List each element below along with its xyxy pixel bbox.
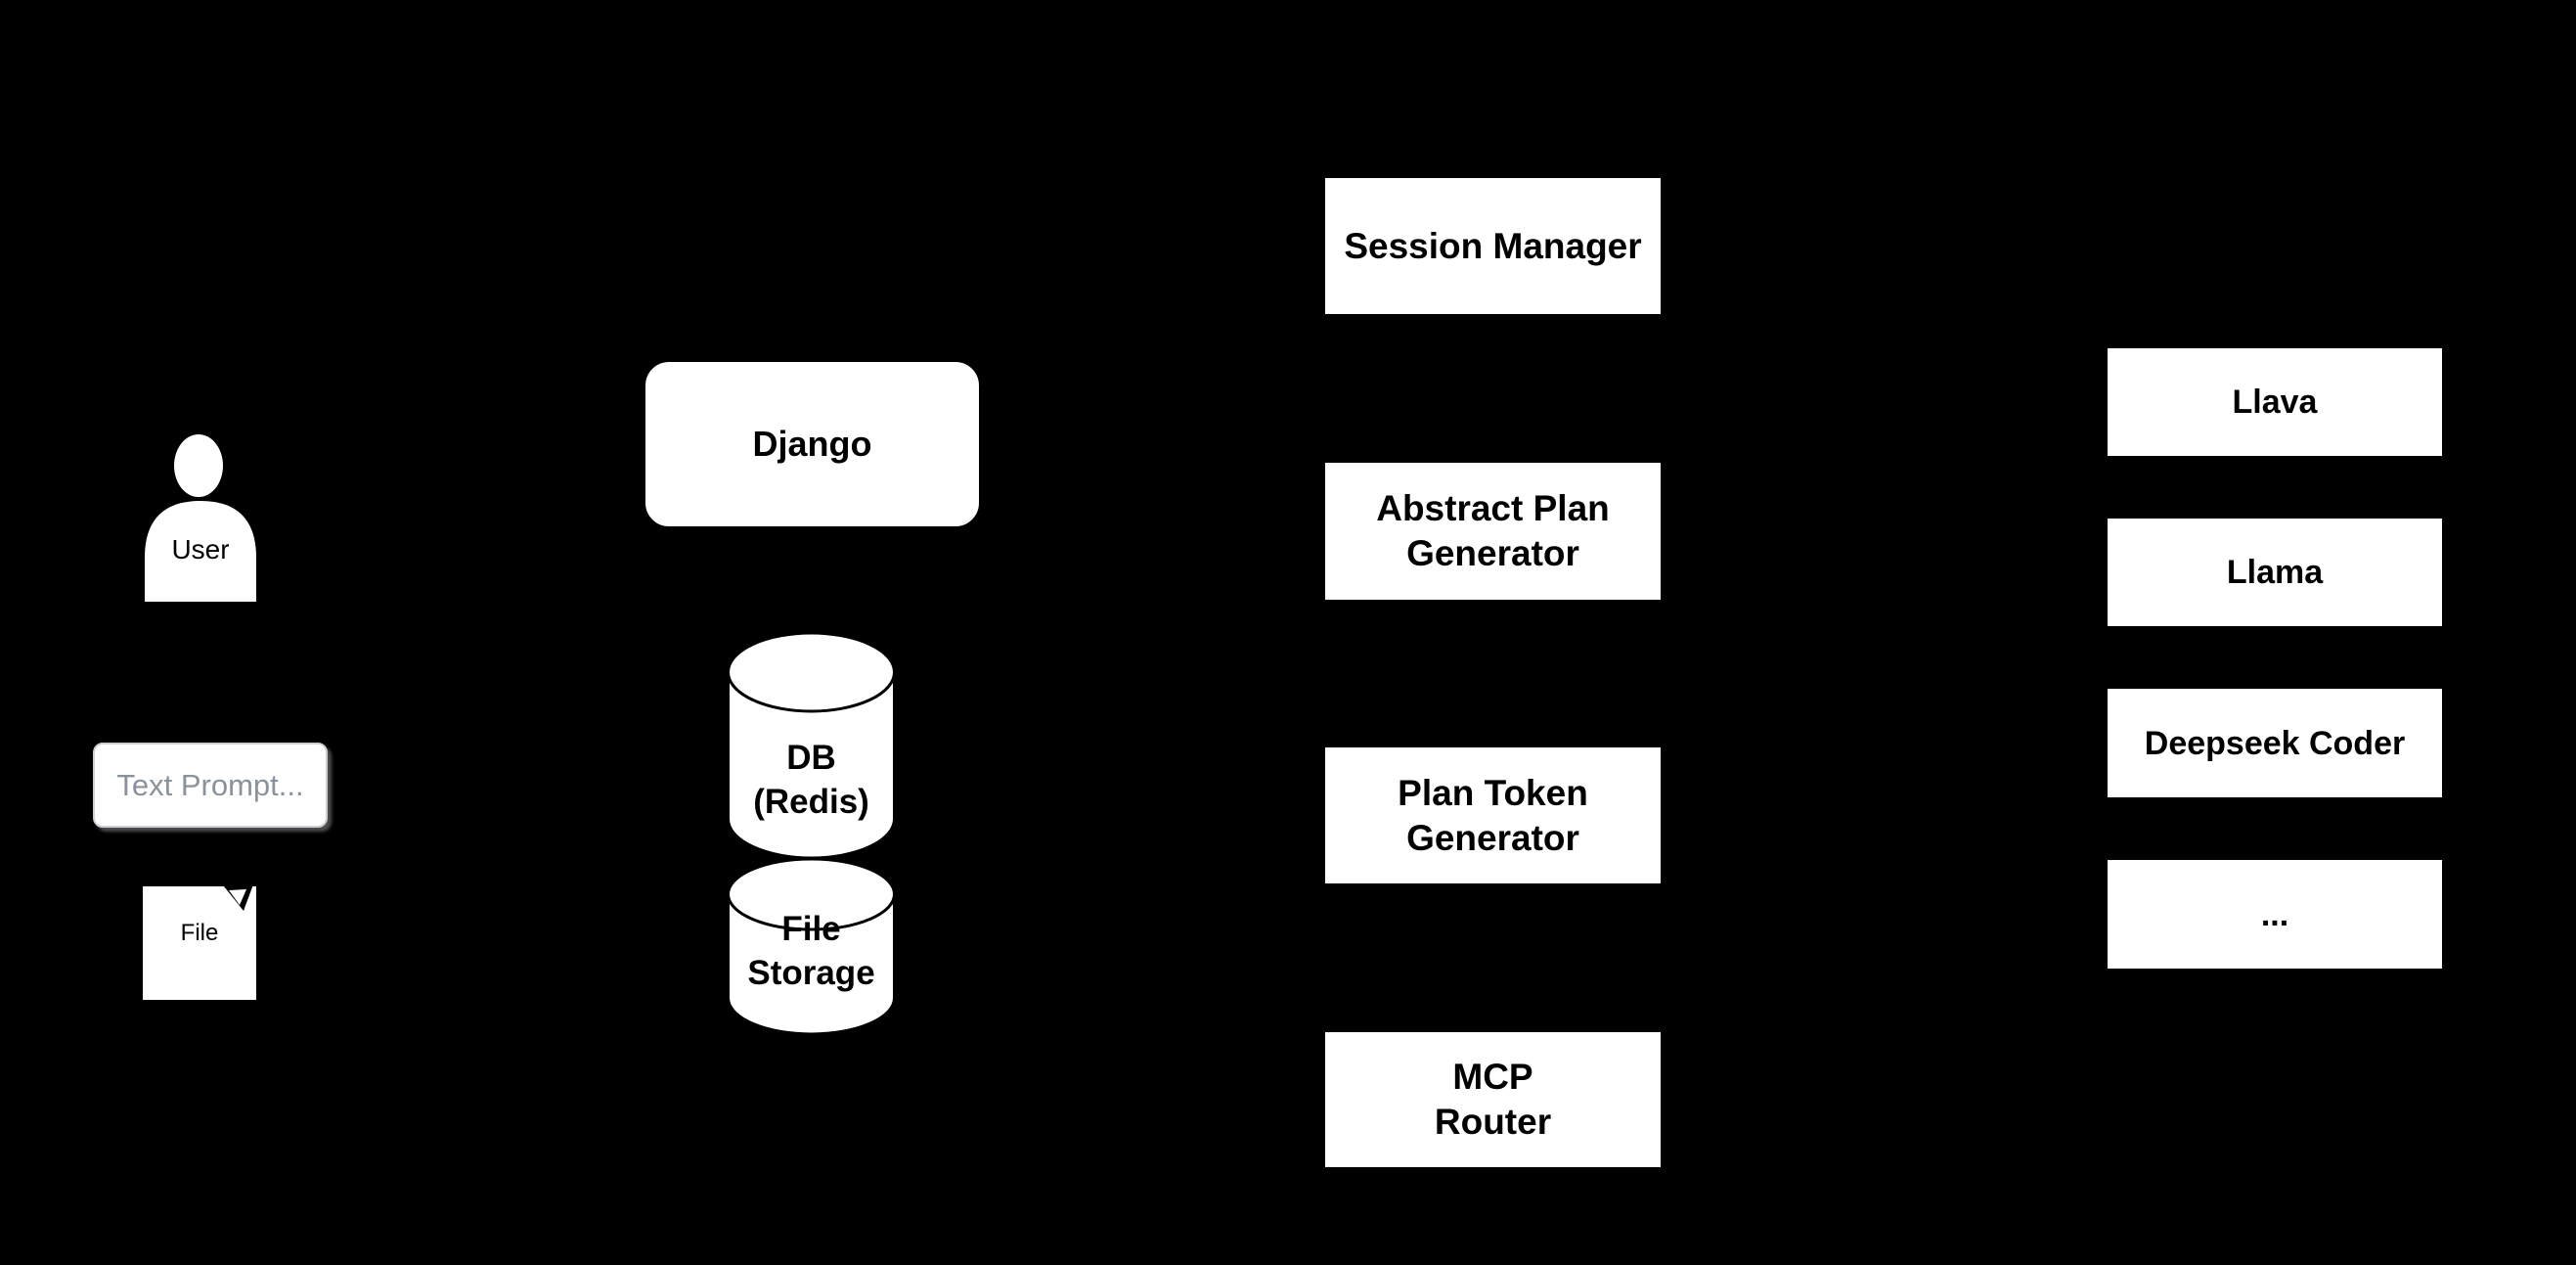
mcp-router-label-line2: Router <box>1434 1102 1552 1142</box>
plan-token-generator-node: Plan Token Generator <box>1323 745 1663 885</box>
file-storage-cylinder <box>727 857 896 1036</box>
text-prompt-placeholder: Text Prompt... <box>116 767 304 802</box>
text-prompt-input[interactable]: Text Prompt... <box>93 743 328 828</box>
deepseek-coder-node: Deepseek Coder <box>2106 687 2444 799</box>
file-storage-label: File Storage <box>726 907 897 995</box>
abstract-plan-generator-label-line2: Generator <box>1406 533 1579 573</box>
abstract-plan-generator-label-line1: Abstract Plan <box>1376 488 1610 528</box>
more-models-node: ... <box>2106 858 2444 971</box>
mcp-router-node: MCP Router <box>1323 1030 1663 1169</box>
llava-label: Llava <box>2232 384 2318 421</box>
django-node: Django <box>644 360 981 528</box>
db-redis-label-line2: (Redis) <box>753 783 869 821</box>
llama-label: Llama <box>2226 554 2324 591</box>
plan-token-generator-label-line2: Generator <box>1406 817 1579 858</box>
django-label: Django <box>752 424 872 464</box>
more-models-label: ... <box>2260 895 2289 933</box>
db-redis-label: DB (Redis) <box>726 736 897 824</box>
llava-node: Llava <box>2106 346 2444 458</box>
session-manager-label: Session Manager <box>1344 225 1642 266</box>
plan-token-generator-label-line1: Plan Token <box>1398 772 1588 813</box>
llama-node: Llama <box>2106 517 2444 628</box>
user-icon <box>145 434 256 602</box>
mcp-router-label-line1: MCP <box>1452 1057 1533 1097</box>
file-storage-label-line1: File <box>781 910 841 948</box>
file-storage-label-line2: Storage <box>747 954 875 992</box>
db-redis-label-line1: DB <box>786 739 836 777</box>
file-icon <box>143 884 256 1000</box>
deepseek-coder-label: Deepseek Coder <box>2144 724 2406 762</box>
session-manager-node: Session Manager <box>1323 176 1663 316</box>
abstract-plan-generator-node: Abstract Plan Generator <box>1323 461 1663 602</box>
